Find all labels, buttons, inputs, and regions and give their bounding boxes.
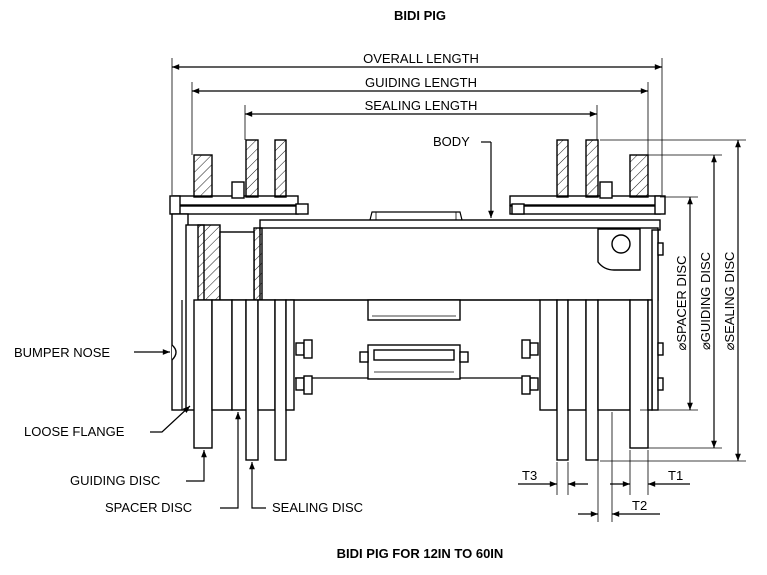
sealing-length-dimension: SEALING LENGTH	[245, 98, 598, 117]
t3-label: T3	[522, 468, 537, 483]
spacer-disc-callout: SPACER DISC	[105, 412, 241, 515]
pig-body	[259, 211, 661, 380]
spacer-disc-label: SPACER DISC	[105, 500, 192, 515]
guiding-disc-callout: GUIDING DISC	[70, 450, 207, 488]
overall-length-dimension: OVERALL LENGTH	[172, 51, 663, 70]
guiding-disc-diameter-label: ⌀GUIDING DISC	[698, 252, 713, 350]
guiding-disc-label: GUIDING DISC	[70, 473, 160, 488]
t3-dimension: T3	[518, 462, 588, 495]
loose-flange-callout: LOOSE FLANGE	[24, 405, 191, 439]
t2-label: T2	[632, 498, 647, 513]
spacer-disc-diameter: ⌀SPACER DISC	[674, 197, 693, 410]
right-disc-assembly	[509, 139, 666, 461]
body-label: BODY	[433, 134, 470, 149]
loose-flange-label: LOOSE FLANGE	[24, 424, 125, 439]
overall-length-label: OVERALL LENGTH	[363, 51, 479, 66]
left-disc-assembly	[169, 139, 313, 461]
bumper-nose-label: BUMPER NOSE	[14, 345, 110, 360]
extension-lines	[171, 58, 663, 195]
bumper-nose-callout: BUMPER NOSE	[14, 345, 170, 360]
t1-dimension: T1	[610, 450, 690, 495]
sealing-disc-diameter-label: ⌀SEALING DISC	[722, 252, 737, 351]
guiding-length-label: GUIDING LENGTH	[365, 75, 477, 90]
guiding-length-dimension: GUIDING LENGTH	[192, 75, 649, 94]
drawing-title: BIDI PIG	[394, 8, 446, 23]
spacer-disc-diameter-label: ⌀SPACER DISC	[674, 256, 689, 351]
sealing-length-label: SEALING LENGTH	[365, 98, 478, 113]
sealing-disc-label: SEALING DISC	[272, 500, 363, 515]
body-callout: BODY	[433, 134, 494, 218]
guiding-disc-diameter: ⌀GUIDING DISC	[698, 155, 717, 448]
diameter-extension-lines	[600, 139, 746, 462]
t2-dimension: T2	[578, 412, 660, 522]
drawing-caption: BIDI PIG FOR 12IN TO 60IN	[337, 546, 504, 561]
sealing-disc-callout: SEALING DISC	[249, 462, 363, 515]
t1-label: T1	[668, 468, 683, 483]
sealing-disc-diameter: ⌀SEALING DISC	[722, 140, 741, 461]
